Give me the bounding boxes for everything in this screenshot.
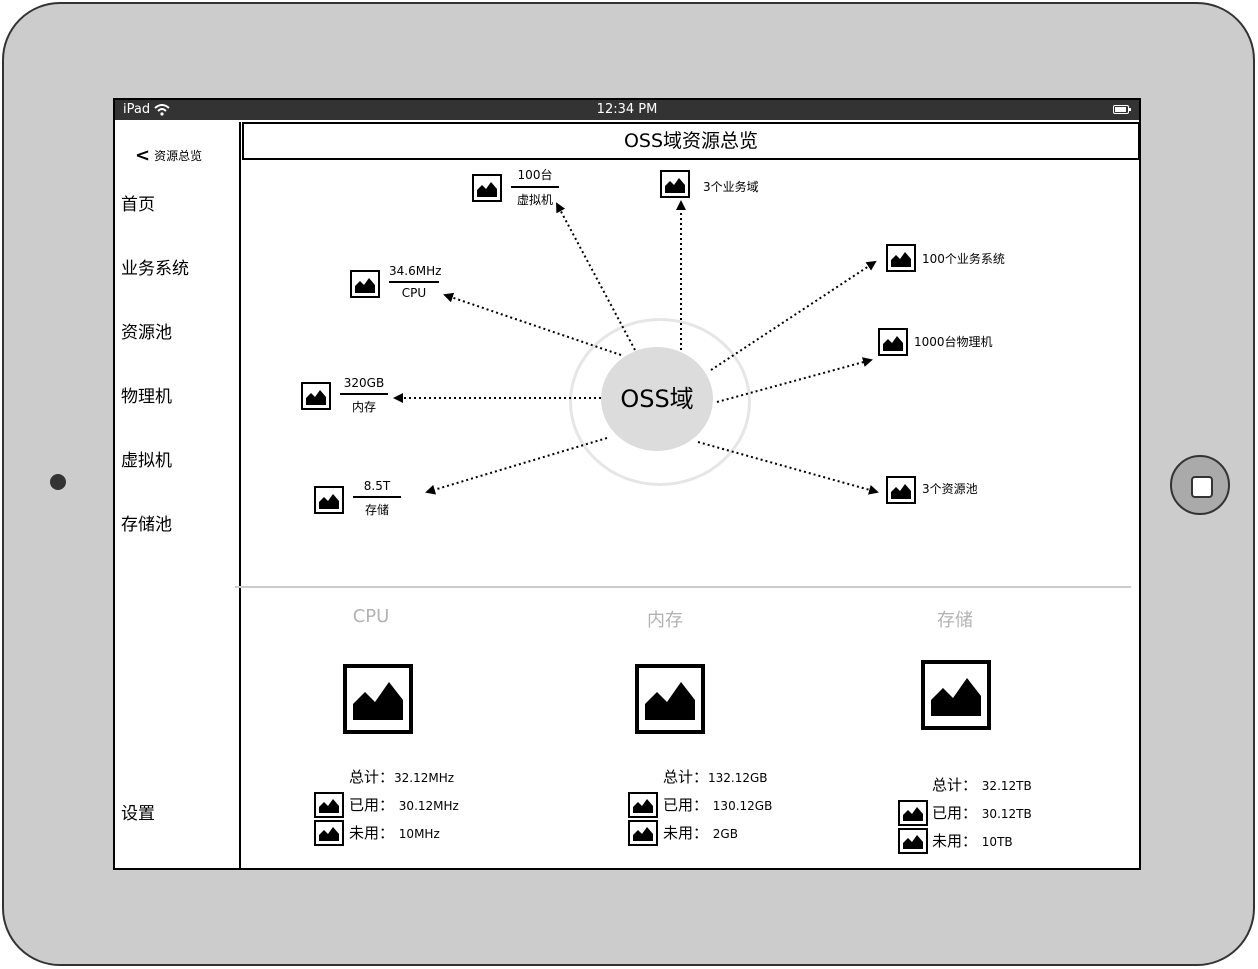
sidebar-item-home[interactable]: 首页 [121,195,155,215]
sidebar-item-storage-pool[interactable]: 存储池 [121,515,172,535]
vm-image-icon [472,174,502,202]
sidebar-item-business-system[interactable]: 业务系统 [121,259,189,279]
memory-used-label: 已用： [663,796,709,814]
memory-used-value: 130.12GB [712,799,773,813]
memory-total-value: 132.12GB [708,771,768,785]
back-label: 资源总览 [154,149,203,163]
storage-unit: 存储 [364,503,389,517]
storage-used-value: 30.12TB [981,807,1032,821]
cpu-total-value: 32.12MHz [394,771,455,785]
cpu-unused: 未用： 10MHz [349,822,440,843]
storage-node[interactable]: 8.5T 存储 [353,479,401,518]
status-time: 12:34 PM [596,102,658,117]
cpu-value: 34.6MHz [389,264,441,283]
memory-chart-image [635,664,705,734]
cpu-image-icon [350,270,380,298]
center-node[interactable]: OSS域 [601,347,713,451]
storage-total-label: 总计： [932,776,978,794]
hub-arrows [393,200,879,495]
page-title: OSS域资源总览 [242,122,1139,160]
pools-label[interactable]: 3个资源池 [922,482,978,496]
status-bar: iPad 12:34 PM [115,100,1139,120]
memory-value: 320GB [340,376,388,395]
vm-node[interactable]: 100台 虚拟机 [511,166,559,208]
vm-count: 100台 [511,166,559,188]
cpu-used-label: 已用： [349,796,395,814]
cpu-node[interactable]: 34.6MHz CPU [389,264,441,300]
sidebar-item-physical-machine[interactable]: 物理机 [121,387,172,407]
memory-node[interactable]: 320GB 内存 [340,376,388,415]
memory-unit: 内存 [351,400,376,414]
storage-unused-value: 10TB [981,835,1013,849]
memory-unused-label: 未用： [663,824,709,842]
home-button[interactable] [1170,455,1230,515]
camera-dot [50,474,66,490]
storage-summary-title: 存储 [937,610,973,631]
cpu-total: 总计：32.12MHz [349,766,454,787]
systems-label[interactable]: 100个业务系统 [922,252,1005,266]
status-left: iPad [123,102,170,117]
memory-summary-title: 内存 [647,610,683,631]
memory-image-icon [301,382,331,410]
memory-unused-icon [628,820,658,846]
memory-unused: 未用： 2GB [663,822,738,843]
memory-total: 总计：132.12GB [663,766,768,787]
storage-used: 已用： 30.12TB [932,802,1032,823]
storage-used-label: 已用： [932,804,978,822]
chevron-left-icon: < [135,144,151,166]
cpu-used-icon [314,792,344,818]
device-name: iPad [123,102,151,117]
cpu-unused-value: 10MHz [398,827,440,841]
sidebar-item-settings[interactable]: 设置 [121,804,155,824]
arrow-systems [710,260,877,371]
storage-unused: 未用： 10TB [932,830,1013,851]
storage-unused-label: 未用： [932,832,978,850]
storage-total-value: 32.12TB [981,779,1032,793]
physical-label[interactable]: 1000台物理机 [914,335,993,349]
sidebar-item-virtual-machine[interactable]: 虚拟机 [121,451,172,471]
cpu-used-value: 30.12MHz [398,799,459,813]
storage-chart-image [921,660,991,730]
storage-image-icon [314,486,344,514]
cpu-chart-image [343,664,413,734]
systems-image-icon [886,244,916,272]
wifi-icon [154,103,170,116]
memory-total-label: 总计： [663,768,709,786]
cpu-unused-icon [314,820,344,846]
pools-image-icon [886,476,916,504]
storage-total: 总计： 32.12TB [932,774,1032,795]
section-divider [235,586,1131,588]
cpu-used: 已用： 30.12MHz [349,794,459,815]
memory-used-icon [628,792,658,818]
screen: iPad 12:34 PM < 资源总览 首页 业务系统 资源池 物理机 虚拟机… [113,98,1141,870]
battery-icon [1113,105,1131,114]
cpu-summary-title: CPU [352,606,390,627]
storage-unused-icon [898,828,928,854]
arrow-storage [425,437,608,495]
domains-image-icon [660,170,690,198]
storage-used-icon [898,800,928,826]
cpu-total-label: 总计： [349,768,395,786]
cpu-unused-label: 未用： [349,824,395,842]
sidebar-item-resource-pool[interactable]: 资源池 [121,323,172,343]
cpu-unit: CPU [401,286,427,300]
sidebar: < 资源总览 首页 业务系统 资源池 物理机 虚拟机 存储池 设置 [117,122,241,868]
physical-image-icon [878,328,908,356]
memory-unused-value: 2GB [712,827,738,841]
storage-value: 8.5T [353,479,401,498]
domains-label[interactable]: 3个业务域 [703,180,759,194]
memory-used: 已用： 130.12GB [663,794,772,815]
vm-unit: 虚拟机 [516,193,553,207]
back-button[interactable]: < 资源总览 [135,144,203,166]
